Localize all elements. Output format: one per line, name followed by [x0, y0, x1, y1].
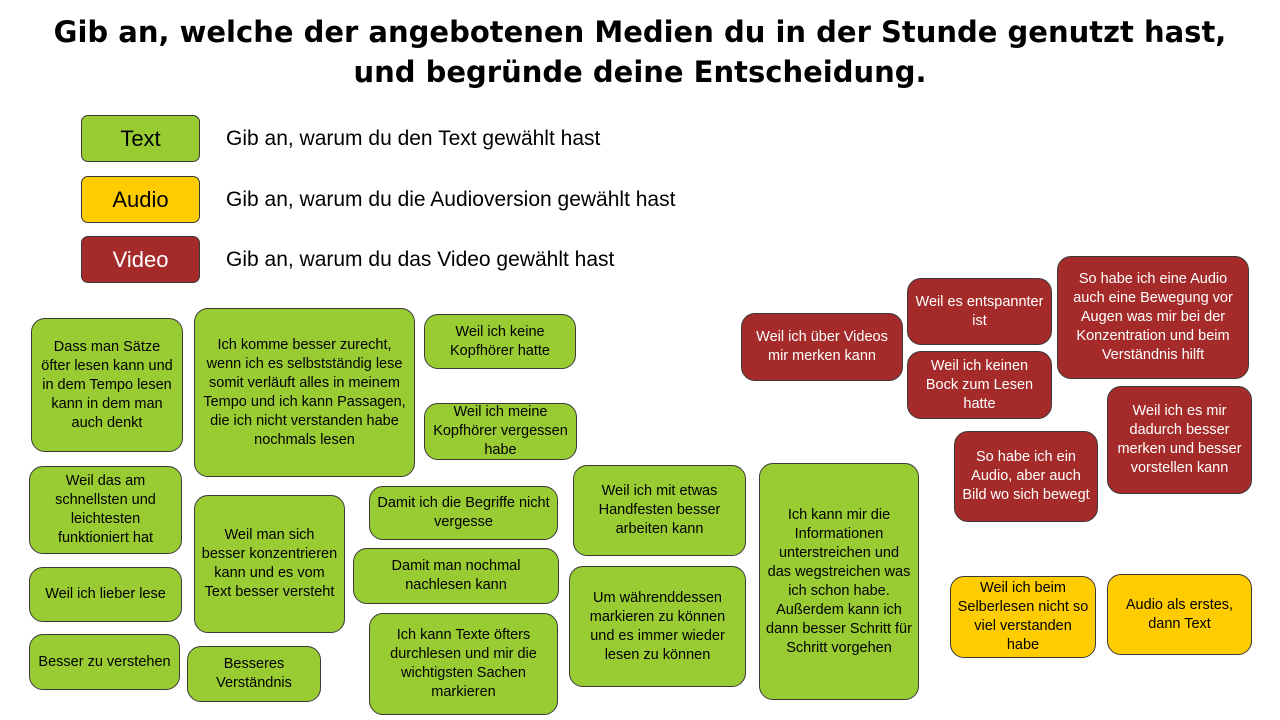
title-line-1: Gib an, welche der angebotenen Medien du… [53, 15, 1227, 49]
page-title: Gib an, welche der angebotenen Medien du… [0, 12, 1280, 92]
note-green: Besser zu verstehen [29, 634, 180, 690]
note-red: Weil ich über Videos mir merken kann [741, 313, 903, 381]
note-green: Weil das am schnellsten und leichtesten … [29, 466, 182, 554]
note-red: Weil ich es mir dadurch besser merken un… [1107, 386, 1252, 494]
note-red: Weil ich keinen Bock zum Lesen hatte [907, 351, 1052, 419]
note-green: Damit man nochmal nachlesen kann [353, 548, 559, 604]
note-red: Weil es entspannter ist [907, 278, 1052, 345]
note-green: Besseres Verständnis [187, 646, 321, 702]
note-red: So habe ich eine Audio auch eine Bewegun… [1057, 256, 1249, 379]
note-red: So habe ich ein Audio, aber auch Bild wo… [954, 431, 1098, 522]
title-line-2: und begründe deine Entscheidung. [353, 55, 927, 89]
note-green: Dass man Sätze öfter lesen kann und in d… [31, 318, 183, 452]
note-green: Damit ich die Begriffe nicht vergesse [369, 486, 558, 540]
note-green: Weil ich meine Kopfhörer vergessen habe [424, 403, 577, 460]
legend-text-box: Text [81, 115, 200, 162]
legend-audio-box: Audio [81, 176, 200, 223]
note-yellow: Audio als erstes, dann Text [1107, 574, 1252, 655]
legend-audio-prompt: Gib an, warum du die Audioversion gewähl… [226, 188, 676, 211]
note-green: Weil ich lieber lese [29, 567, 182, 622]
note-green: Ich kann Texte öfters durchlesen und mir… [369, 613, 558, 715]
note-green: Ich kann mir die Informationen unterstre… [759, 463, 919, 700]
note-yellow: Weil ich beim Selberlesen nicht so viel … [950, 576, 1096, 658]
legend-video-prompt: Gib an, warum du das Video gewählt hast [226, 248, 615, 271]
note-green: Weil man sich besser konzentrieren kann … [194, 495, 345, 633]
note-green: Ich komme besser zurecht, wenn ich es se… [194, 308, 415, 477]
note-green: Um währenddessen markieren zu können und… [569, 566, 746, 687]
note-green: Weil ich mit etwas Handfesten besser arb… [573, 465, 746, 556]
legend-video-box: Video [81, 236, 200, 283]
legend-text-prompt: Gib an, warum du den Text gewählt hast [226, 127, 601, 150]
note-green: Weil ich keine Kopfhörer hatte [424, 314, 576, 369]
